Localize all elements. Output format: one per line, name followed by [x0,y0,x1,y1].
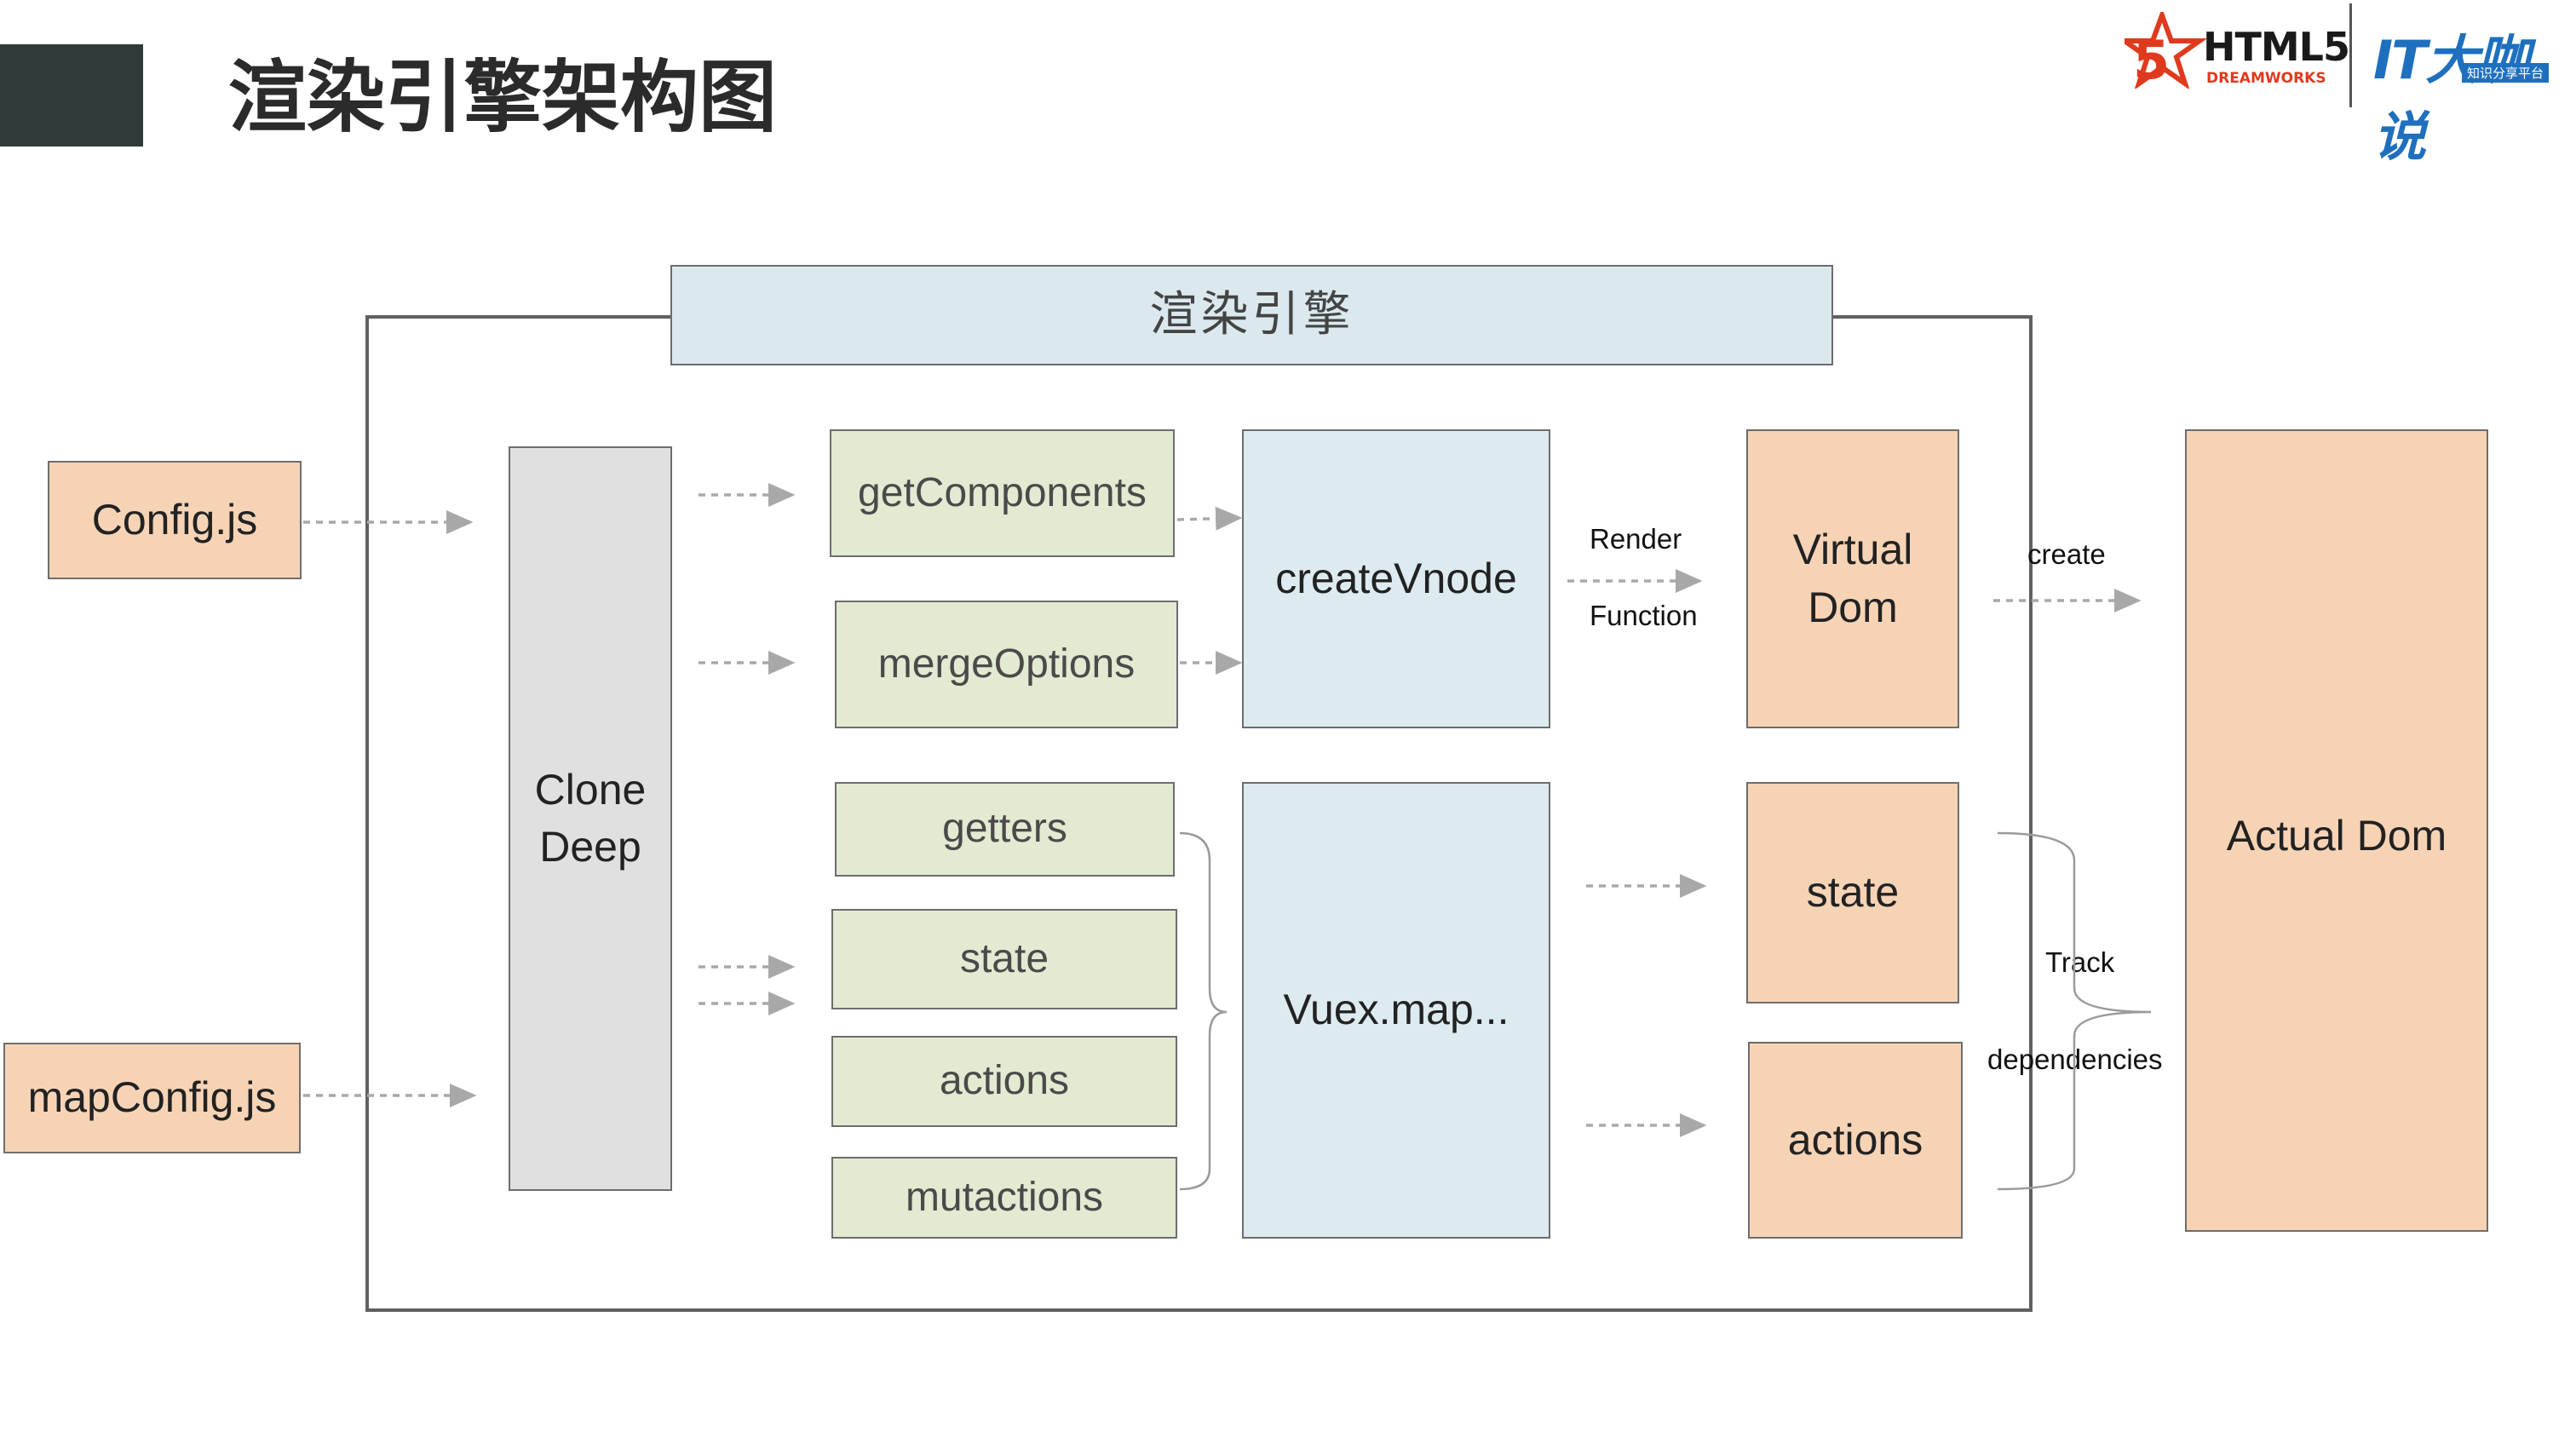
get-components-label: getComponents [858,469,1147,515]
actual-dom-box: Actual Dom [2185,429,2488,1232]
actions-output-label: actions [1787,1115,1923,1164]
state-output-box: state [1746,782,1959,1003]
create-vnode-label: createVnode [1275,554,1517,602]
actual-dom-label: Actual Dom [2226,812,2447,860]
merge-options-box: mergeOptions [835,601,1178,728]
get-components-box: getComponents [830,429,1175,557]
getters-box: getters [835,782,1175,877]
clone-deep-line1: Clone [534,765,647,814]
virtual-dom-line2: Dom [1808,583,1898,631]
star-icon [2125,12,2206,89]
logo-number: 5 [2133,29,2171,91]
engine-title-box: 渲染引擎 [670,265,1833,365]
state-function-box: state [831,909,1177,1009]
partner-logo-subtext: 知识分享平台 [2462,63,2550,83]
vuex-map-label: Vuex.map... [1283,986,1509,1034]
header-bar [0,44,143,147]
arrow-getcomponents-to-vnode [1176,506,1243,531]
getters-label: getters [942,806,1067,852]
actions-function-box: actions [831,1036,1177,1127]
logo-divider [2349,3,2352,107]
virtual-dom-box: Virtual Dom [1746,429,1959,728]
render-label: Render [1590,523,1682,555]
virtual-dom-line1: Virtual [1792,526,1913,573]
html5-logo: 5 HTML5 DREAMWORKS [2125,12,2350,91]
page-title: 渲染引擎架构图 [228,52,778,143]
partner-logo: IT大咖说 知识分享平台 [2373,17,2574,168]
state-function-label: state [959,935,1049,981]
bracket-left-functions [1179,831,1228,1191]
merge-options-label: mergeOptions [877,641,1136,687]
bracket-track-dependencies [1997,831,2152,1191]
mutactions-box: mutactions [831,1157,1177,1239]
engine-label: 渲染引擎 [1149,287,1354,343]
create-vnode-box: createVnode [1242,429,1550,728]
function-label: Function [1590,600,1698,631]
config-label: Config.js [91,495,258,543]
vuex-map-box: Vuex.map... [1242,782,1550,1239]
create-label: create [2027,538,2106,570]
mutactions-label: mutactions [905,1174,1104,1220]
config-box: Config.js [48,461,302,579]
clone-deep-line2: Deep [539,823,641,871]
state-output-label: state [1806,868,1900,917]
clone-deep-box: Clone Deep [509,446,672,1191]
map-config-label: mapConfig.js [27,1073,277,1122]
map-config-box: mapConfig.js [3,1043,301,1153]
logo-text: HTML5 [2203,24,2350,70]
logo-subtext: DREAMWORKS [2206,70,2326,87]
actions-output-box: actions [1748,1042,1963,1239]
actions-function-label: actions [939,1058,1070,1104]
track-label: Track [2045,946,2115,978]
